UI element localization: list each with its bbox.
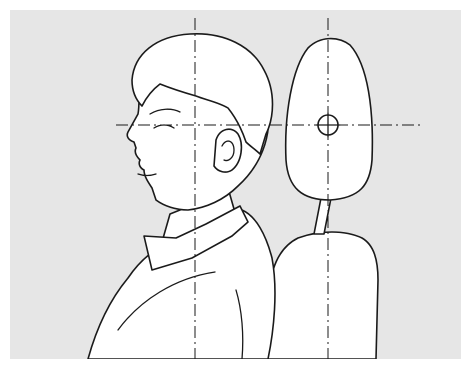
headrest-diagram [10, 10, 461, 359]
illustration-panel [10, 10, 461, 359]
seat-back [265, 232, 378, 359]
